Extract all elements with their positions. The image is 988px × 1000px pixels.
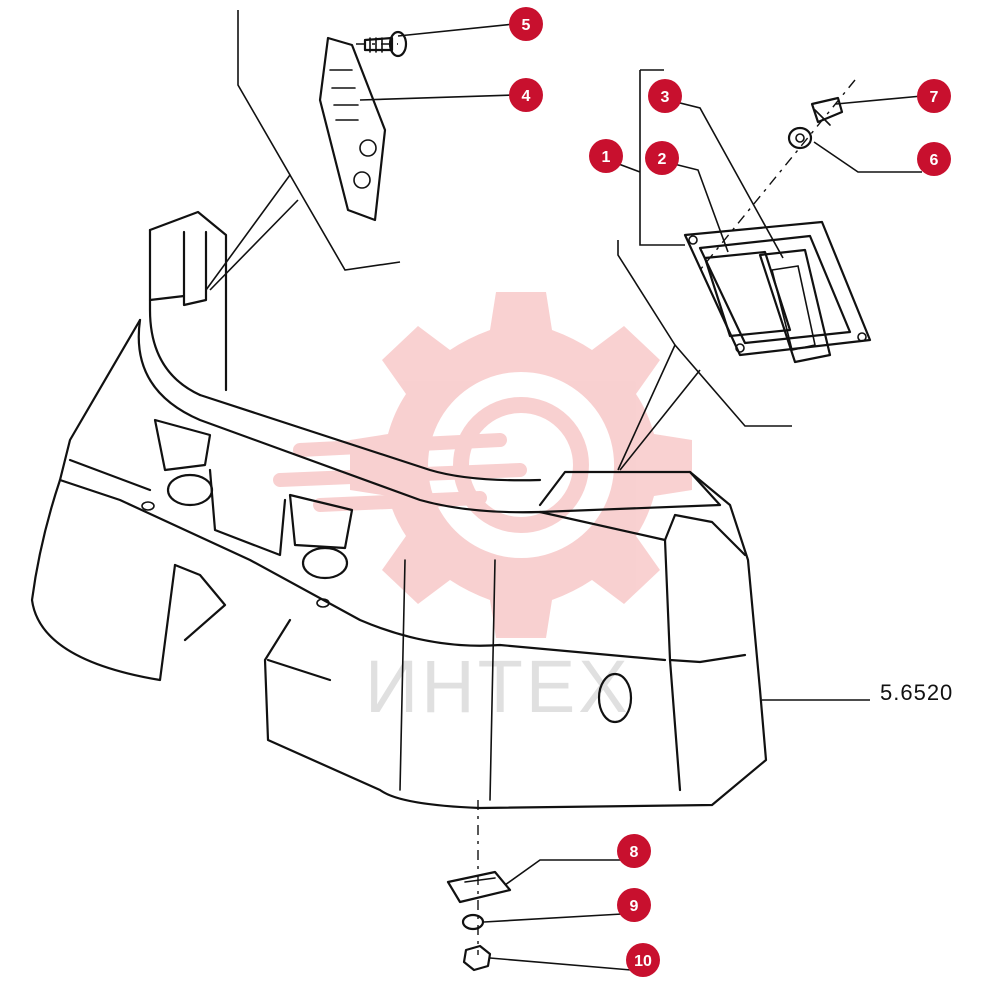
callout-label: 6 bbox=[930, 152, 939, 169]
callout-4: 4 bbox=[509, 78, 543, 112]
callout-label: 7 bbox=[930, 89, 939, 106]
callout-3: 3 bbox=[648, 79, 682, 113]
callout-badges: 1 2 3 4 5 6 7 8 9 10 bbox=[509, 7, 951, 977]
watermark-gear-icon bbox=[273, 292, 692, 638]
part-8-clip bbox=[446, 870, 512, 904]
bracket-right-2 bbox=[617, 240, 792, 471]
callout-label: 10 bbox=[634, 953, 652, 970]
callout-label: 8 bbox=[630, 844, 639, 861]
callout-5: 5 bbox=[509, 7, 543, 41]
bracket-left-2 bbox=[209, 174, 401, 291]
callout-label: 9 bbox=[630, 898, 639, 915]
callout-label: 4 bbox=[522, 88, 531, 105]
callout-label: 1 bbox=[602, 149, 611, 166]
callout-2: 2 bbox=[645, 141, 679, 175]
callout-1: 1 bbox=[589, 139, 623, 173]
main-housing bbox=[30, 210, 768, 810]
callout-6: 6 bbox=[917, 142, 951, 176]
callout-7: 7 bbox=[917, 79, 951, 113]
bracket-left bbox=[205, 10, 291, 291]
part-2-window bbox=[703, 250, 792, 338]
callout-label: 2 bbox=[658, 151, 667, 168]
axis-right bbox=[699, 79, 856, 271]
part-6-washer bbox=[787, 126, 813, 150]
part-9-washer bbox=[461, 913, 485, 931]
watermark-text: ИНТЕХ bbox=[365, 645, 631, 728]
part-10-nut bbox=[462, 944, 492, 972]
callout-label: 3 bbox=[661, 89, 670, 106]
callout-8: 8 bbox=[617, 834, 651, 868]
callout-9: 9 bbox=[617, 888, 651, 922]
callout-label: 5 bbox=[522, 17, 531, 34]
reference-number: 5.6520 bbox=[880, 680, 953, 705]
part-4-plate bbox=[318, 36, 387, 222]
callout-10: 10 bbox=[626, 943, 660, 977]
part-7-screw bbox=[810, 96, 844, 126]
part-3-slider bbox=[758, 248, 832, 364]
